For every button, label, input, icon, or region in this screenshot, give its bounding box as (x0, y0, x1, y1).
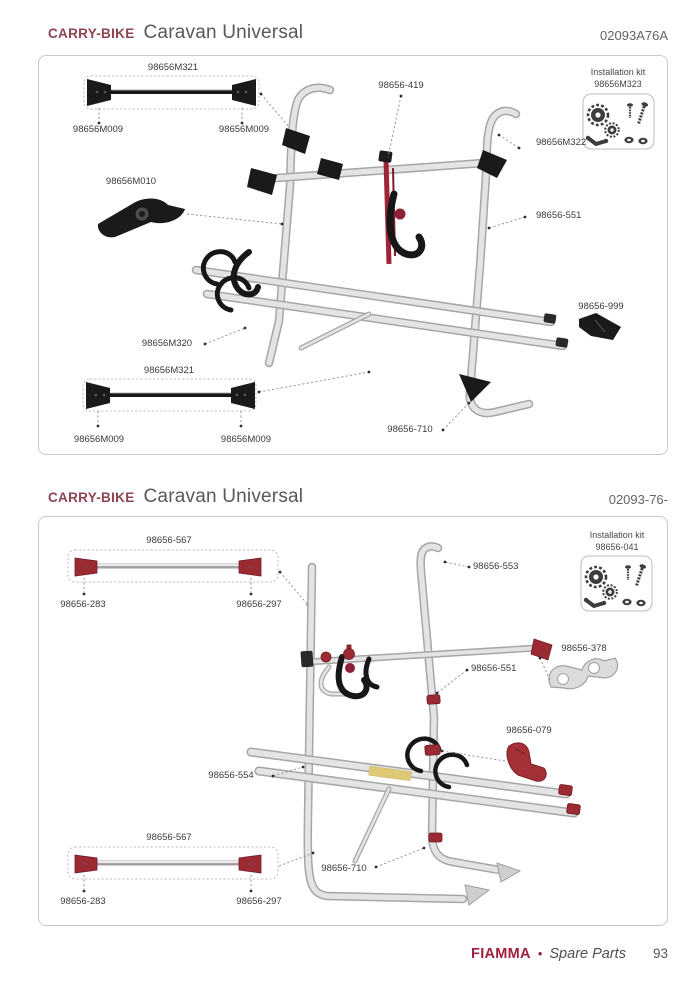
spare-rail-bottom-2 (67, 846, 315, 893)
section-2-header: CARRY-BIKE Caravan Universal (48, 486, 303, 508)
label-rail-bottom-left-end: 98656-283 (60, 896, 106, 907)
diagram-box-2: 98656-567 98656-283 98656-297 98656-553 … (38, 516, 668, 926)
label-strap: 98656-419 (378, 80, 424, 91)
rack-frame-2 (246, 542, 581, 906)
page-footer: FIAMMA • Spare Parts 93 (471, 946, 668, 962)
page-number: 93 (652, 946, 668, 961)
footer-brand: FIAMMA (471, 946, 531, 962)
label-rail-top: 98656-567 (146, 535, 192, 546)
footer-label: Spare Parts (549, 946, 626, 962)
section-code: 02093-76- (608, 492, 668, 507)
spare-rail-top-2 (67, 549, 310, 607)
kit-title: Installation kit (590, 67, 646, 77)
label-rail-top-left-end: 98656-283 (60, 599, 106, 610)
clamp-part-378 (548, 657, 619, 690)
label-foot: 98656-710 (321, 863, 367, 874)
kit-part-number: 98656M323 (594, 78, 642, 89)
label-wedge: 98656-999 (578, 301, 624, 312)
label-rail-bottom: 98656M321 (143, 365, 195, 376)
installation-kit-label: Installation kit 98656-041 (590, 530, 645, 553)
label-upper-frame: 98656M322 (536, 137, 587, 148)
section-title: Caravan Universal (143, 22, 304, 43)
label-rail-top-left-end: 98656M009 (72, 124, 124, 135)
brand-text: CARRY-BIKE (48, 26, 135, 41)
label-foot: 98656-710 (387, 424, 433, 435)
installation-kit-box-1 (582, 93, 655, 150)
diagram-box-1: 98656M321 98656M009 98656M009 98656-419 … (38, 55, 668, 455)
label-platform: 98656-554 (208, 770, 254, 781)
label-rail-bottom-left-end: 98656M009 (73, 434, 125, 445)
footer-separator: • (537, 946, 543, 961)
exploded-diagram-1 (82, 75, 655, 432)
leader-lines-2 (271, 560, 551, 869)
label-upright: 98656-551 (536, 210, 582, 221)
label-rail-top: 98656M321 (147, 62, 199, 73)
label-clamp: 98656-378 (561, 643, 607, 654)
section-code: 02093A76A (600, 28, 668, 43)
exploded-diagram-2 (67, 542, 653, 906)
label-rail-bottom: 98656-567 (146, 832, 192, 843)
wedge-part-999 (579, 313, 621, 340)
brand-text: CARRY-BIKE (48, 490, 135, 505)
label-bracket: 98656M010 (105, 176, 157, 187)
installation-kit-label: Installation kit 98656M323 (591, 67, 646, 90)
label-rail-bottom-right-end: 98656-297 (236, 896, 282, 907)
section-1-header: CARRY-BIKE Caravan Universal (48, 22, 303, 44)
label-rail-top-right-end: 98656-297 (236, 599, 282, 610)
kit-part-number: 98656-041 (595, 541, 639, 552)
label-hook: 98656-553 (473, 561, 519, 572)
kit-title: Installation kit (589, 530, 645, 540)
label-upright: 98656-551 (471, 663, 517, 674)
bike-hook (386, 190, 426, 259)
section-title: Caravan Universal (143, 486, 304, 507)
label-rail-bottom-right-end: 98656M009 (220, 434, 272, 445)
leader-lines-1 (186, 94, 527, 432)
label-lower-rail: 98656M320 (141, 338, 193, 349)
installation-kit-box-2 (580, 555, 653, 612)
bracket-part-m010 (97, 198, 185, 238)
label-rail-top-right-end: 98656M009 (218, 124, 270, 135)
label-block: 98656-079 (506, 725, 552, 736)
spare-rail-top-1 (83, 75, 297, 136)
rack-frame-1 (191, 83, 569, 418)
spare-rail-bottom-1 (82, 370, 371, 428)
block-part-079 (506, 742, 547, 782)
